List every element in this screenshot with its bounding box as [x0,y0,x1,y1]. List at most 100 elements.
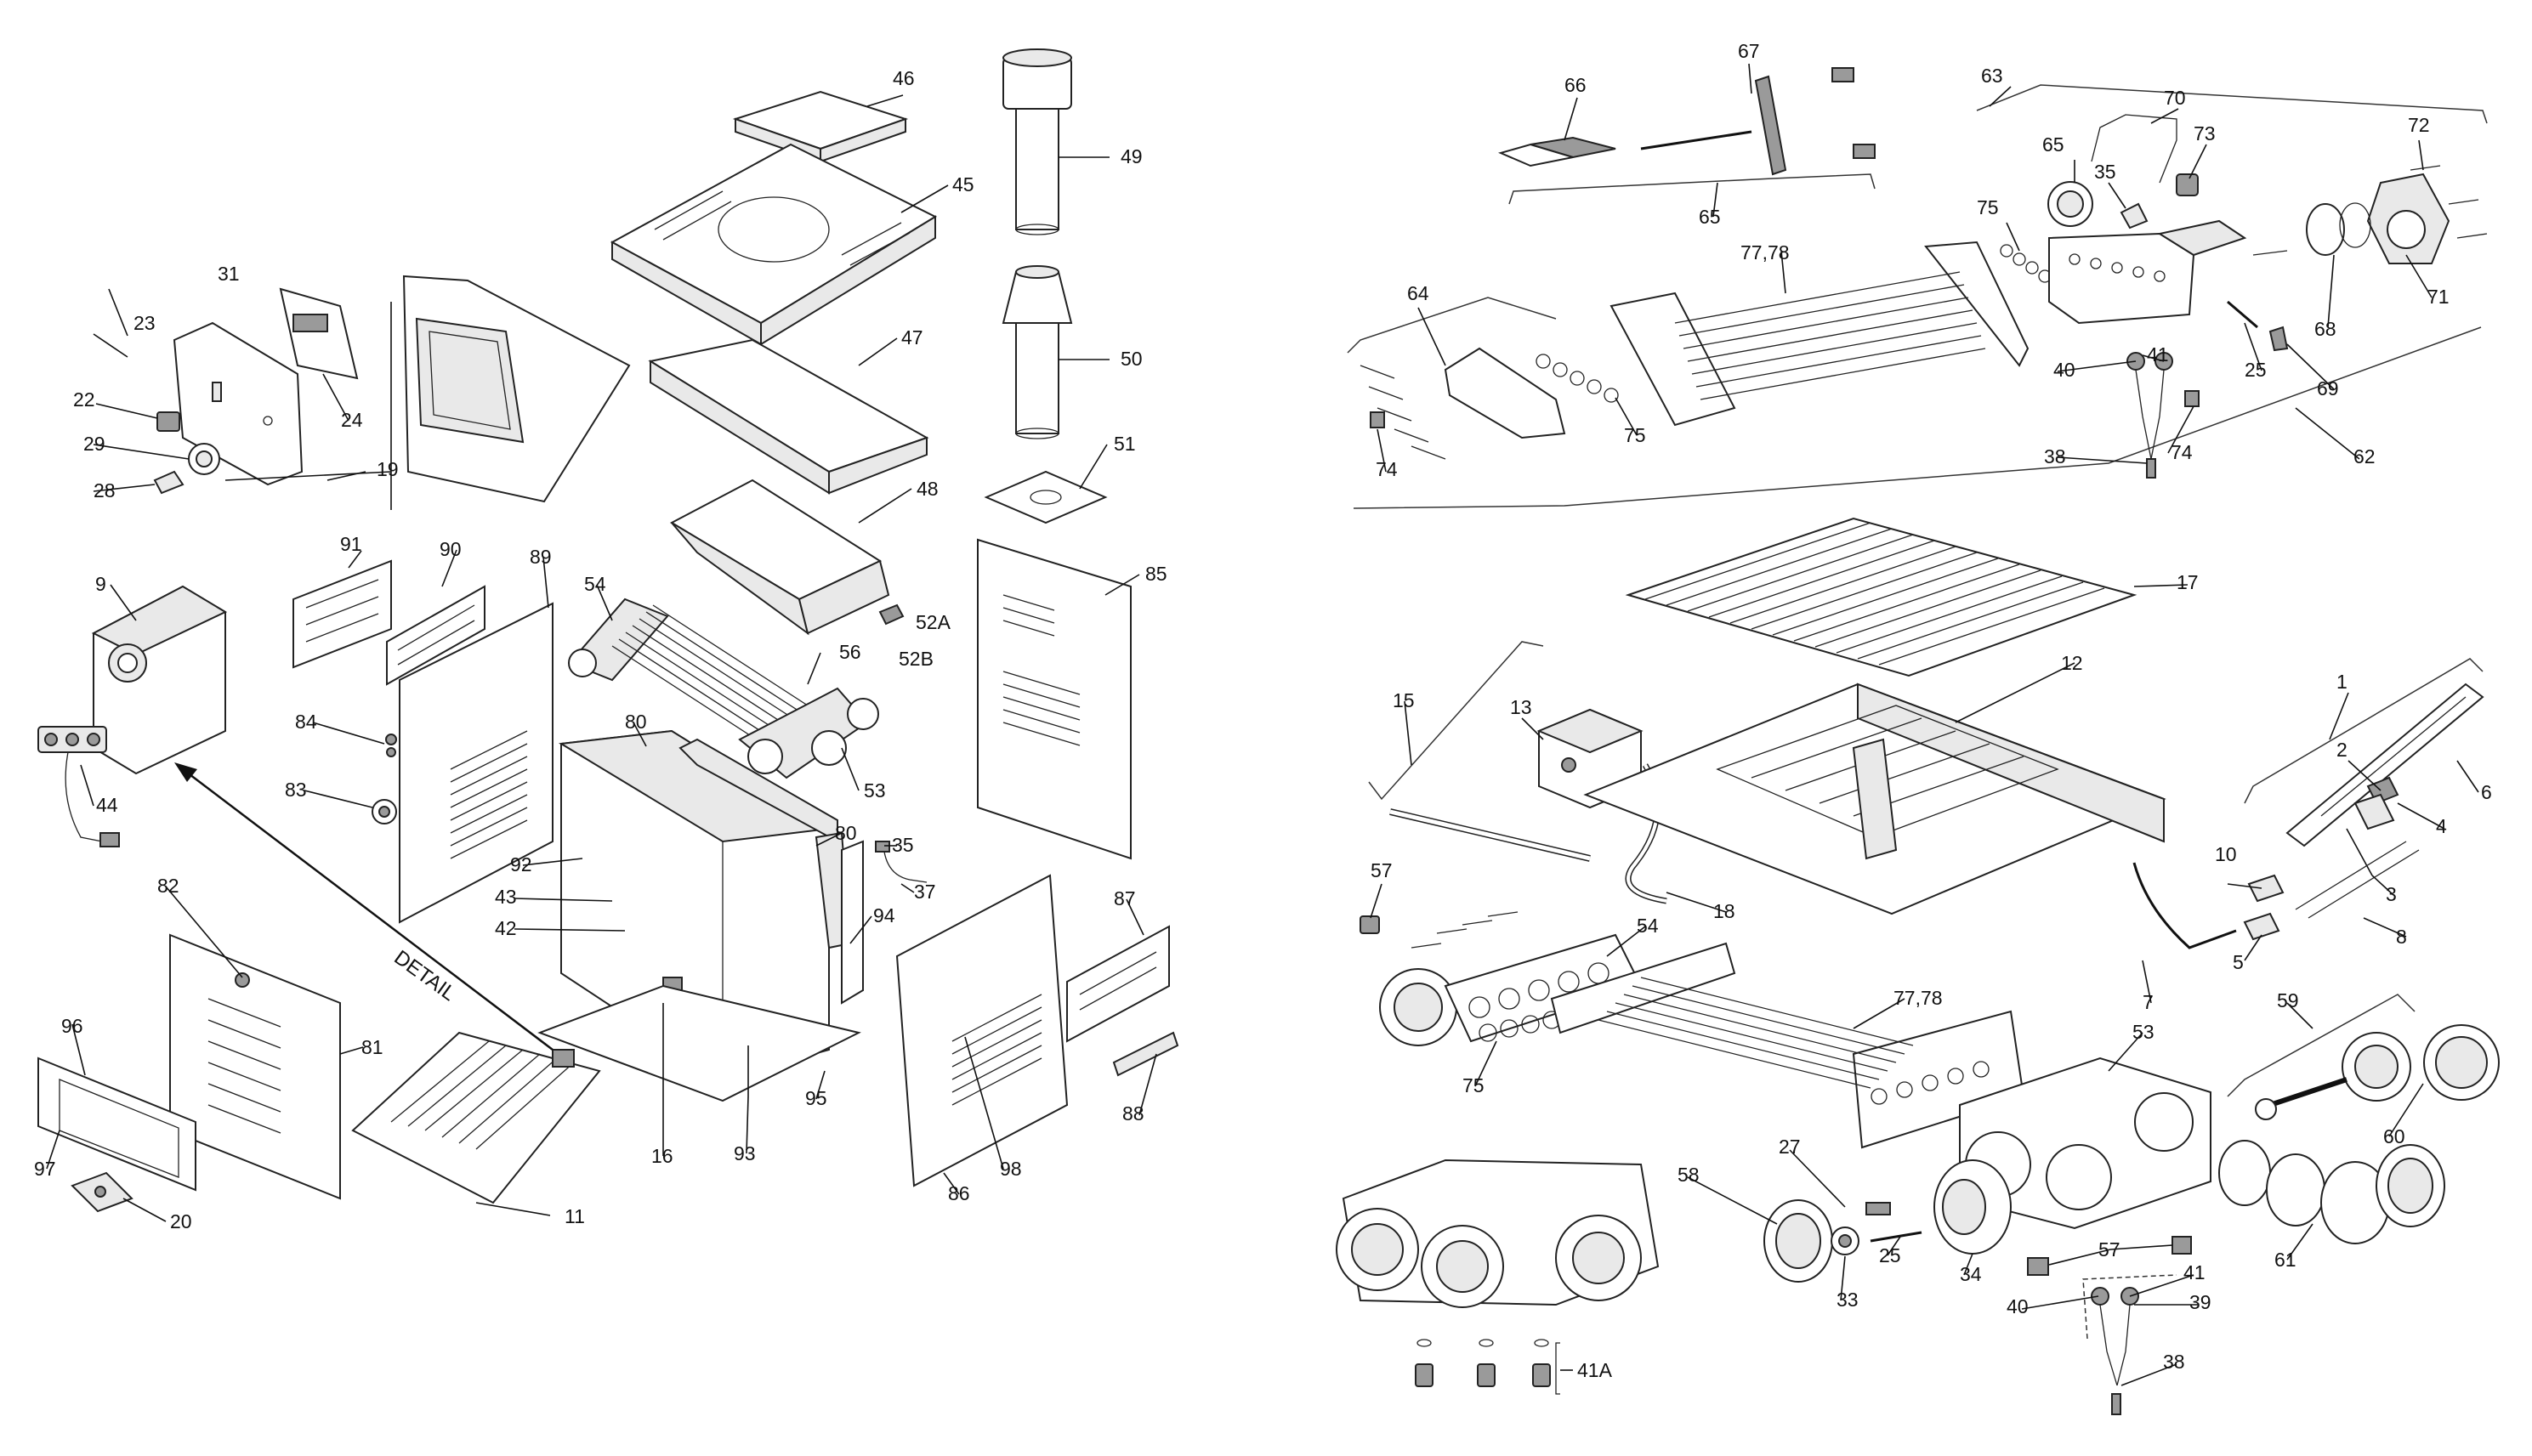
leader-line-32 [849,915,872,944]
part-11-burner-tray [351,1031,601,1204]
leader-line-11 [93,333,128,358]
leader-line-67 [2057,360,2137,372]
callout-71: 71 [2427,286,2450,308]
callout-97: 97 [34,1158,56,1180]
leader-line-14 [95,403,158,419]
part-96-door-frame [37,1057,196,1192]
callout-51: 51 [1114,433,1136,455]
callout-86: 86 [948,1182,970,1204]
callout-41A: 41A [1577,1359,1613,1381]
callout-52B: 52B [899,648,934,670]
callout-50: 50 [1121,348,1143,370]
leader-line-65 [1615,397,1638,436]
callout-65b: 65 [1699,206,1721,228]
callout-4: 4 [2436,815,2447,837]
part-81-front-panel [169,933,341,1200]
callout-70: 70 [2164,87,2186,109]
leader-line-52 [1989,86,2012,107]
callout-10: 10 [2215,843,2237,865]
part-12-burner-tray [1583,683,2166,915]
callout-80b: 80 [835,822,857,844]
part-86-rear-panel [895,874,1069,1187]
callout-27: 27 [1779,1136,1801,1158]
part-74-fittings [1370,390,2200,428]
leader-line-12 [108,288,128,337]
part-29-knob [188,443,220,475]
leader-line-56 [2189,144,2207,179]
leader-line-46 [1126,898,1144,936]
part-9-valve-bracket [91,585,228,775]
leader-line-34 [746,1096,749,1154]
leader-line-30 [514,928,626,932]
part-27-sensor [1865,1202,1891,1215]
part-65-gauge [2047,181,2093,227]
group-65-bracket [1508,173,1876,205]
part-54-header-left [568,598,669,682]
callout-52A: 52A [916,611,951,633]
leader-line-75 [1666,892,1727,913]
callout-75c: 75 [1462,1074,1485,1096]
part-53-header-right [738,687,879,779]
callout-92: 92 [510,853,532,875]
callout-8: 8 [2396,926,2407,948]
part-24-control-board [279,287,359,380]
leader-line-43 [475,1202,551,1216]
callout-95: 95 [805,1087,827,1109]
leader-line-23 [304,790,373,808]
group-15-outline [1368,641,1544,801]
callout-38b: 38 [2163,1351,2185,1373]
leader-line-77 [2347,760,2382,791]
part-66-baffle [1498,136,1616,167]
callout-28: 28 [94,479,116,501]
part-84-grommet [385,734,397,757]
part-71-bypass-housing [2366,173,2450,264]
callout-1: 1 [2336,671,2347,693]
leader-line-88 [1853,998,1905,1029]
part-35-switch [2120,202,2149,229]
leader-line-0 [866,94,904,107]
group-63-outline [1976,84,2488,124]
leader-line-80 [2456,760,2479,793]
callout-31: 31 [218,263,240,285]
detail-label: DETAIL [389,946,459,1006]
callout-80a: 80 [625,711,647,733]
part-69-bracket [2268,326,2289,352]
leader-line-28 [522,858,583,866]
leader-line-19 [224,471,392,481]
part-83-sight-glass [372,799,397,824]
group-64-outline [1347,297,1557,354]
leader-line-13 [322,373,349,422]
leader-line-86 [1606,926,1646,957]
callout-13: 13 [1510,696,1532,718]
callout-66: 66 [1564,74,1587,96]
callout-33: 33 [1837,1289,1859,1311]
callout-85: 85 [1145,563,1167,585]
callout-94: 94 [873,904,895,926]
part-20-door-latch [71,1171,133,1213]
callout-49: 49 [1121,145,1143,167]
leader-line-47 [1138,1053,1157,1116]
leader-line-16 [93,484,156,492]
callout-89: 89 [530,546,552,568]
callout-18: 18 [1713,900,1735,922]
part-burner-access-frame [402,275,631,503]
leader-line-41 [46,1130,60,1170]
part-57-bolt-left [1360,915,1380,934]
callout-84: 84 [295,711,317,733]
part-7-wire [2132,862,2237,949]
callout-15: 15 [1393,689,1415,711]
callout-12: 12 [2061,652,2083,674]
part-15-burner-tube [1389,808,1591,862]
callout-69: 69 [2317,377,2339,399]
leader-line-87 [1474,1040,1497,1087]
part-5-connector [2243,912,2280,941]
callout-96: 96 [61,1015,83,1037]
leader-line-89 [2108,1032,2143,1072]
part-51-vent-plate [984,470,1108,524]
part-25-probe [2227,300,2258,329]
leader-line-95 [1840,1255,1846,1301]
part-75-gaskets-mid [1536,354,1619,403]
leader-line-84 [2142,960,2152,1004]
detail-arrow [174,762,554,1051]
part-95-base-pan [537,984,861,1102]
